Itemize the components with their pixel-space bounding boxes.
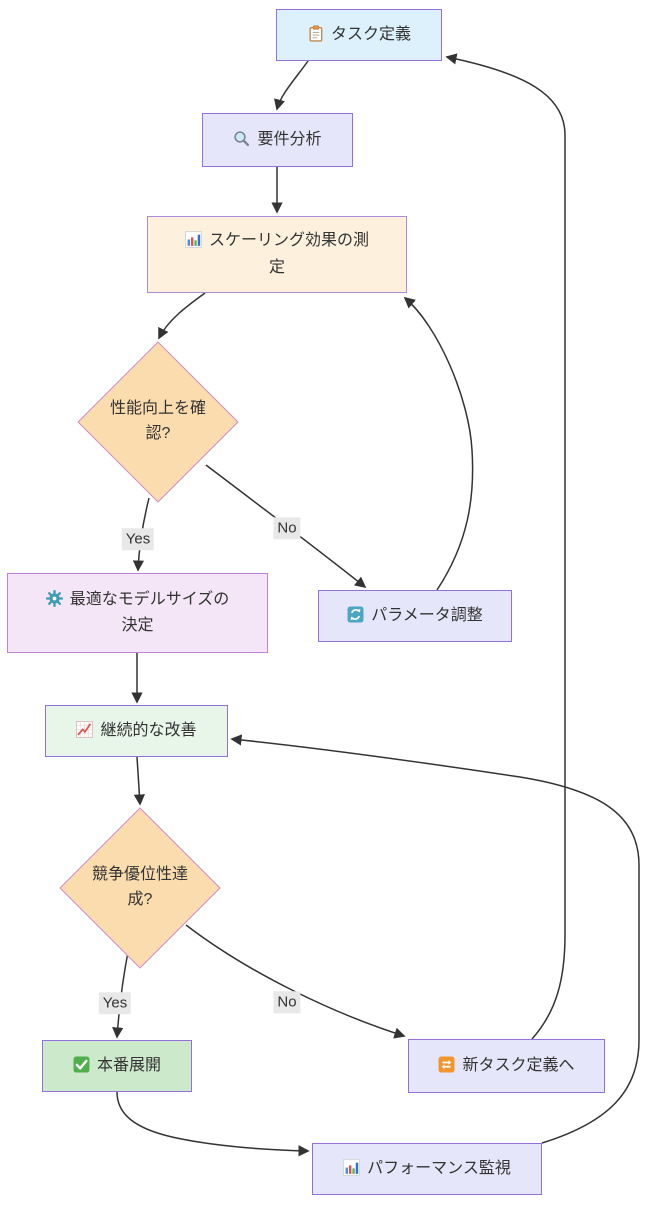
clipboard-icon — [307, 25, 324, 42]
edge-production-to-monitor — [116, 1091, 310, 1157]
node-production-deployment-label: 本番展開 — [96, 1056, 161, 1074]
edge-task-to-requirements — [274, 60, 309, 111]
node-continuous-improvement: 継続的な改善 — [45, 705, 228, 757]
chart-up-icon — [76, 720, 94, 738]
node-parameter-tuning-label: パラメータ調整 — [371, 606, 483, 624]
node-new-task-definition: 新タスク定義へ — [408, 1039, 605, 1093]
search-icon — [233, 130, 250, 147]
node-performance-monitoring-label: パフォーマンス監視 — [367, 1159, 511, 1177]
edge-newtask-to-task — [445, 53, 566, 1040]
repeat-icon — [438, 1056, 455, 1073]
node-scaling-measurement-label: スケーリング効果の測定 — [208, 232, 369, 276]
check-icon — [73, 1056, 90, 1073]
bar-chart-icon — [184, 231, 202, 249]
node-task-definition-label: タスク定義 — [330, 25, 411, 43]
refresh-icon — [347, 606, 364, 623]
node-performance-check: 性能向上を確認? — [77, 341, 239, 503]
bar-chart-icon — [343, 1158, 361, 1176]
node-competitive-advantage-check: 競争優位性達成? — [59, 807, 221, 969]
node-continuous-improvement-label: 継続的な改善 — [100, 721, 197, 739]
node-production-deployment: 本番展開 — [42, 1040, 192, 1092]
node-optimal-model-size-label: 最適なモデルサイズの決定 — [69, 590, 230, 634]
node-performance-check-label: 性能向上を確認? — [110, 400, 207, 442]
node-parameter-tuning: パラメータ調整 — [318, 590, 512, 642]
gear-icon — [45, 589, 63, 607]
edge-label-no-2: No — [273, 991, 301, 1013]
node-requirements-analysis: 要件分析 — [202, 113, 353, 167]
node-performance-monitoring: パフォーマンス監視 — [312, 1143, 542, 1195]
edge-param-to-scaling — [403, 296, 474, 591]
node-competitive-advantage-check-label: 競争優位性達成? — [92, 866, 189, 908]
node-requirements-analysis-label: 要件分析 — [257, 130, 322, 148]
node-new-task-definition-label: 新タスク定義へ — [462, 1056, 575, 1074]
node-scaling-measurement: スケーリング効果の測定 — [147, 216, 407, 293]
node-task-definition: タスク定義 — [276, 9, 442, 61]
edge-label-yes-2: Yes — [98, 992, 132, 1014]
edge-monitor-to-improve — [230, 734, 640, 1144]
edge-scaling-to-perf-check — [158, 292, 206, 340]
edge-improve-to-advantage — [133, 756, 146, 806]
node-optimal-model-size: 最適なモデルサイズの決定 — [7, 573, 268, 653]
edge-label-yes-1: Yes — [121, 528, 155, 550]
edge-advantage-no-to-newtask — [185, 924, 406, 1039]
edge-label-no-1: No — [273, 517, 301, 539]
